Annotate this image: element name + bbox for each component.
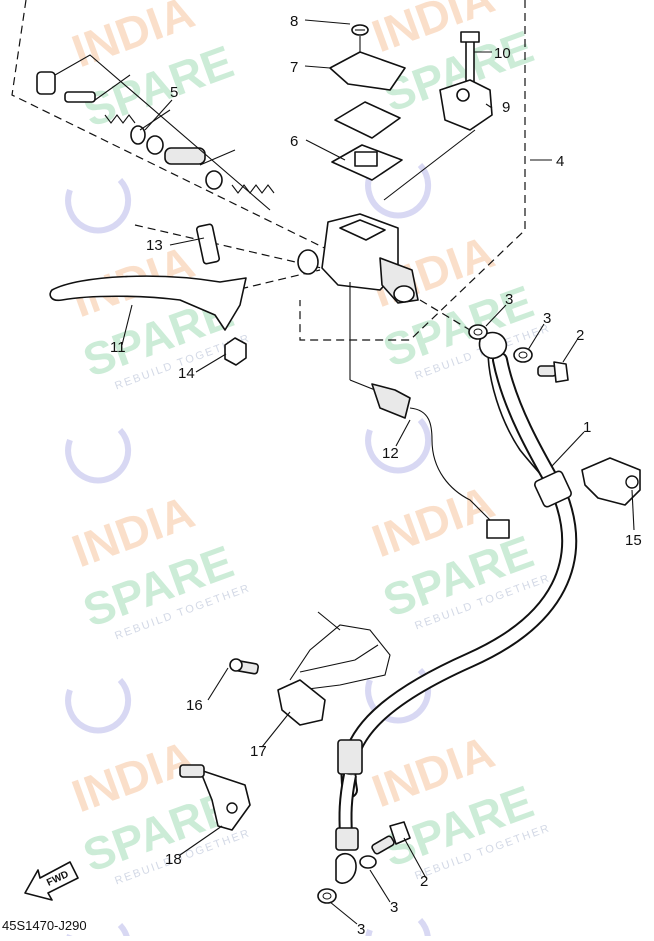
watermark-5: INDIA SPARE REBUILD TOGETHER — [65, 485, 252, 734]
lever-guide-dash — [134, 224, 331, 271]
piston-body — [164, 147, 206, 165]
fwd-arrow-icon — [24, 861, 79, 901]
callout-12: 12 — [382, 445, 399, 462]
callout-13: 13 — [146, 237, 163, 254]
screw-8 — [351, 24, 369, 36]
bracket-wire-2 — [299, 611, 379, 673]
piston-kit — [36, 54, 275, 211]
callout-3-d: 3 — [357, 921, 365, 936]
piston-seal — [146, 135, 164, 155]
watermark-3: INDIA SPARE REBUILD TOGETHER — [65, 235, 252, 484]
callout-4: 4 — [556, 153, 564, 170]
callout-8: 8 — [290, 13, 298, 30]
brake-lever — [49, 223, 247, 366]
callout-11: 11 — [110, 339, 126, 356]
piston-spring-large — [231, 184, 275, 194]
callout-14: 14 — [178, 365, 195, 382]
bolt-10-head — [460, 31, 480, 43]
fwd-arrow: FWD — [24, 861, 79, 901]
piston-cap — [36, 71, 56, 95]
lever-11 — [49, 275, 247, 331]
hose-joint — [534, 470, 572, 508]
holder-9 — [439, 79, 493, 131]
diaphragm-bellow — [354, 151, 378, 167]
piston-leader-lines — [54, 54, 271, 211]
hose-lower-inner — [340, 774, 355, 836]
brake-switch — [349, 282, 510, 539]
callout-3-b: 3 — [543, 310, 551, 327]
diagram-code: 45S1470-J290 — [2, 918, 87, 933]
bracket-17 — [277, 679, 326, 726]
banjo-bolt-2-lower — [371, 821, 411, 855]
callout-2-upper: 2 — [576, 327, 584, 344]
clamp-holder — [439, 31, 493, 131]
callout-18: 18 — [165, 851, 182, 868]
washers-bolts — [317, 324, 569, 904]
lower-bracket — [179, 764, 251, 831]
banjo-guide-dash — [419, 299, 471, 331]
reservoir-opening — [339, 219, 386, 241]
hose-inner — [342, 354, 576, 796]
piston-cup — [205, 170, 223, 190]
callout-15: 15 — [625, 532, 642, 549]
banjo-bolt-2-upper — [537, 361, 569, 383]
callouts: 8 7 10 9 5 6 4 13 11 3 3 2 14 12 1 15 16… — [110, 13, 642, 938]
nut-14 — [224, 337, 247, 366]
switch-wire — [409, 407, 491, 521]
callout-3-a: 3 — [505, 291, 513, 308]
pivot-bolt-13 — [195, 223, 221, 265]
callout-7: 7 — [290, 59, 298, 76]
callout-16: 16 — [186, 697, 203, 714]
switch-connector — [486, 519, 510, 539]
callout-3-c: 3 — [390, 899, 398, 916]
bracket-18 — [199, 769, 251, 831]
callout-5: 5 — [170, 84, 178, 101]
bracket-18-bolt — [179, 764, 205, 778]
diaphragm-plate — [334, 101, 401, 139]
callout-9: 9 — [502, 99, 510, 116]
switch-12 — [371, 383, 411, 419]
callout-6: 6 — [290, 133, 298, 150]
assembly-outline-4 — [11, 0, 526, 341]
master-cylinder — [297, 129, 476, 304]
brake-hose — [335, 331, 578, 884]
washer-3-c — [359, 855, 377, 869]
watermark-6: INDIA SPARE REBUILD TOGETHER — [365, 475, 552, 724]
hose-lower-crimp — [337, 739, 363, 775]
piston-rod — [64, 91, 96, 103]
watermark-7: INDIA SPARE REBUILD TOGETHER — [65, 730, 252, 941]
lever-mount — [297, 249, 319, 275]
reservoir-stack — [329, 24, 406, 181]
hose-lower-fitting — [335, 827, 359, 851]
callout-1: 1 — [583, 419, 591, 436]
banjo-lower — [335, 852, 357, 884]
holder-leader — [383, 129, 476, 201]
callout-17: 17 — [250, 743, 267, 760]
piston-spring-small — [104, 114, 136, 124]
watermark-1: INDIA SPARE — [65, 0, 240, 234]
reservoir-cap-7 — [329, 51, 406, 91]
guide-bracket — [229, 611, 391, 726]
callout-10: 10 — [494, 45, 511, 62]
piston-washer — [130, 125, 146, 145]
bolt-10 — [465, 37, 475, 83]
callout-2-lower: 2 — [420, 873, 428, 890]
banjo-upper — [478, 331, 508, 360]
callout-leaders — [121, 19, 635, 925]
bracket-wire — [289, 624, 391, 691]
